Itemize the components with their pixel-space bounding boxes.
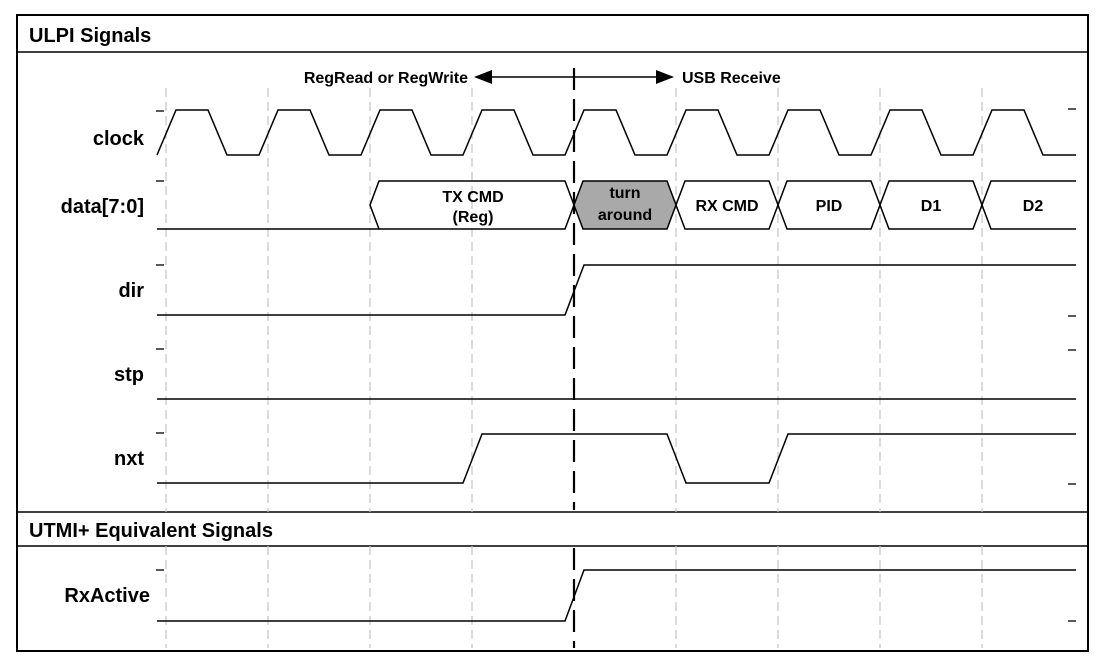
rxactive-waveform [157, 569, 1076, 622]
tx-cmd-reg-label: (Reg) [453, 209, 494, 226]
d1-label: D1 [921, 198, 942, 215]
phase-arrow [474, 70, 674, 84]
turnaround-label-line1: turn [609, 185, 640, 202]
rx-cmd-label: RX CMD [695, 198, 758, 215]
cycle-grid [165, 88, 983, 648]
diagram-frame [16, 14, 1089, 652]
signal-label-clock: clock [93, 128, 145, 150]
signal-label-data: data[7:0] [61, 196, 144, 218]
arrow-left-head [474, 70, 492, 84]
turnaround-label-line2: around [598, 207, 652, 224]
signal-label-dir: dir [118, 280, 144, 302]
data-segment-d2 [981, 180, 1076, 230]
data-bus-waveform: TX CMD (Reg) turn around RX CMD PID D1 D… [157, 180, 1076, 230]
clock-waveform [156, 109, 1076, 156]
level-ticks [156, 108, 1076, 622]
usb-receive-label: USB Receive [682, 70, 781, 87]
tx-cmd-label: TX CMD [442, 189, 503, 206]
utmi-signals-header: UTMI+ Equivalent Signals [29, 520, 273, 542]
signal-label-nxt: nxt [114, 448, 144, 470]
d2-label: D2 [1023, 198, 1044, 215]
dir-waveform [157, 264, 1076, 316]
signal-label-stp: stp [114, 364, 144, 386]
pid-label: PID [816, 198, 843, 215]
nxt-waveform [157, 433, 1076, 484]
ulpi-signals-header: ULPI Signals [29, 25, 151, 47]
regread-regwrite-label: RegRead or RegWrite [304, 70, 468, 87]
signal-label-rxactive: RxActive [64, 585, 150, 607]
arrow-right-head [656, 70, 674, 84]
